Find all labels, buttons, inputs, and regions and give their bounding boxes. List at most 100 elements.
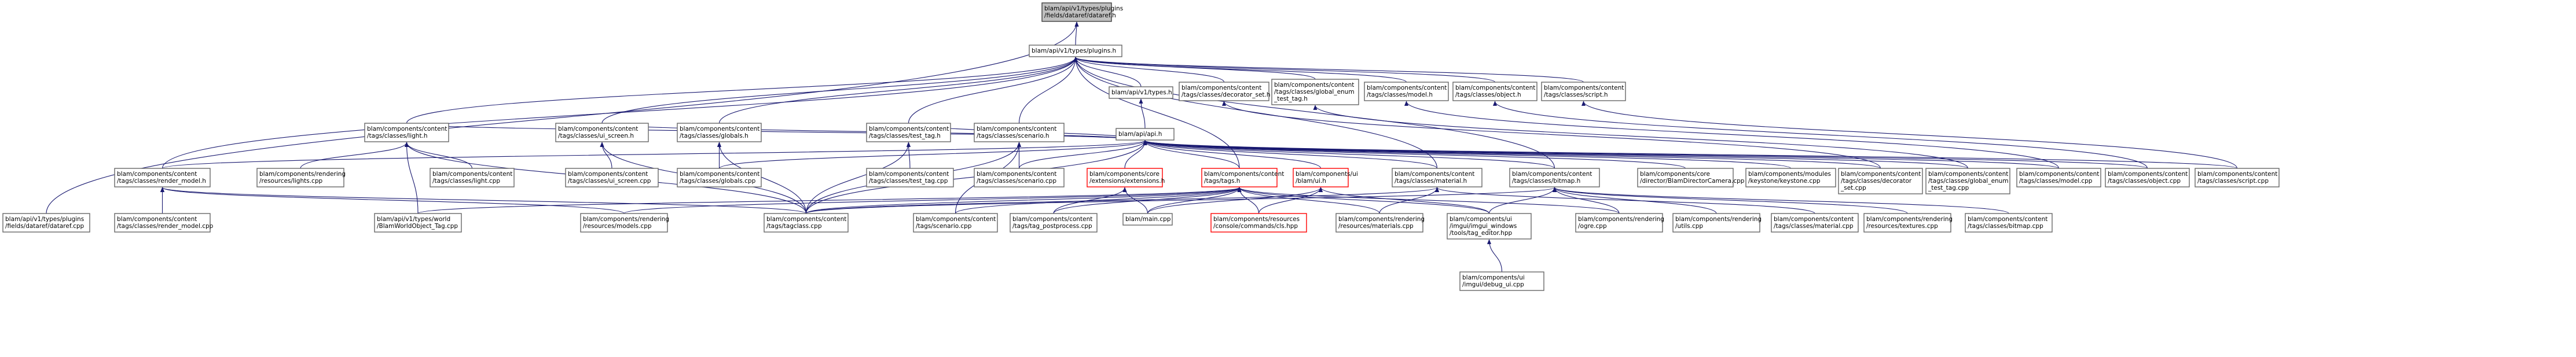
node-label-line: blam/api/v1/types.h [1111, 89, 1172, 96]
file-node-scenario-h[interactable]: blam/components/content/tags/classes/sce… [974, 123, 1065, 142]
node-box [1293, 168, 1349, 187]
file-node-cls-hpp[interactable]: blam/components/resources/console/comman… [1210, 213, 1307, 233]
file-node-decorator-set-cpp[interactable]: blam/components/content/tags/classes/dec… [1838, 168, 1923, 194]
file-node-script-cpp[interactable]: blam/components/content/tags/classes/scr… [2195, 168, 2280, 187]
node-label-line: /tags/classes/object.h [1455, 91, 1521, 98]
node-box [677, 123, 762, 142]
node-box [677, 168, 762, 187]
node-box [2195, 168, 2280, 187]
node-box [866, 123, 951, 142]
node-box [1210, 213, 1307, 233]
file-node-types-h[interactable]: blam/api/v1/types.h [1109, 86, 1173, 99]
node-label-line: /fields/dataref/dataref.cpp [5, 223, 85, 230]
node-label-line: /tags/classes/globals.h [680, 133, 748, 139]
file-node-global-enum-test-tag-cpp[interactable]: blam/components/content/tags/classes/glo… [1925, 168, 2010, 194]
edge-object-cpp-to-object-h [1493, 101, 2148, 169]
edge-render-model-h-to-plugins-h [162, 57, 1078, 169]
file-node-ui-h[interactable]: blam/components/ui/blam/ui.h [1293, 168, 1358, 187]
node-label-line: _test_tag.cpp [1928, 185, 1969, 192]
file-node-material-cpp[interactable]: blam/components/content/tags/classes/mat… [1771, 213, 1859, 233]
edge-tags-h-to-api-h [1143, 140, 1240, 169]
file-node-test-tag-h[interactable]: blam/components/content/tags/classes/tes… [866, 123, 951, 142]
file-node-globals-h[interactable]: blam/components/content/tags/classes/glo… [677, 123, 762, 142]
file-node-tag-editor-hpp[interactable]: blam/components/ui/imgui/imgui_windows/t… [1447, 213, 1532, 240]
edge-tagclass-cpp-to-bitmap-h [805, 187, 1557, 214]
file-node-decorator-set-h[interactable]: blam/components/content/tags/classes/dec… [1179, 82, 1271, 101]
node-label-line: blam/components/content [117, 171, 197, 178]
node-label-line: blam/components/content [1928, 171, 2008, 178]
file-node-extensions-h[interactable]: blam/components/core/extensions/extensio… [1087, 168, 1165, 187]
file-node-object-h[interactable]: blam/components/content/tags/classes/obj… [1452, 82, 1537, 101]
file-node-debug-ui-cpp[interactable]: blam/components/ui/imgui/debug_ui.cpp [1459, 271, 1544, 291]
file-node-model-h[interactable]: blam/components/content/tags/classes/mod… [1364, 82, 1449, 101]
file-node-ogre-cpp[interactable]: blam/components/rendering/ogre.cpp [1575, 213, 1664, 233]
node-label-line: blam/components/content [2197, 171, 2277, 178]
edge-material-h-to-plugins-h [1073, 57, 1438, 169]
file-node-light-h[interactable]: blam/components/content/tags/classes/lig… [364, 123, 449, 142]
edge-light-h-to-plugins-h [406, 57, 1078, 124]
file-node-ui-screen-cpp[interactable]: blam/components/content/tags/classes/ui_… [565, 168, 659, 187]
file-node-bitmap-cpp[interactable]: blam/components/content/tags/classes/bit… [1965, 213, 2053, 233]
file-node-ui-screen-h[interactable]: blam/components/content/tags/classes/ui_… [555, 123, 649, 142]
file-node-materials-cpp[interactable]: blam/components/rendering/resources/mate… [1335, 213, 1425, 233]
file-node-object-cpp[interactable]: blam/components/content/tags/classes/obj… [2105, 168, 2190, 187]
node-label-line: /resources/lights.cpp [259, 178, 322, 185]
file-node-api-h[interactable]: blam/api/api.h [1115, 128, 1175, 141]
file-node-textures-cpp[interactable]: blam/components/rendering/resources/text… [1863, 213, 1953, 233]
node-label-line: blam/components/content [1544, 84, 1624, 91]
edge-bitmap-cpp-to-bitmap-h [1553, 187, 2009, 214]
file-node-camera-cpp[interactable]: blam/components/core/director/BlamDirect… [1637, 168, 1745, 187]
file-node-material-h[interactable]: blam/components/content/tags/classes/mat… [1392, 168, 1483, 187]
node-box [974, 123, 1065, 142]
file-node-tagclass-cpp[interactable]: blam/components/content/tags/tagclass.cp… [764, 213, 849, 233]
node-label-line: /blam/ui.h [1296, 178, 1326, 185]
edge-main-cpp-to-ui-h [1147, 187, 1323, 214]
node-label-line: /fields/dataref/dataref.h [1044, 12, 1116, 19]
edge-materials-cpp-to-material-h [1379, 187, 1439, 214]
node-box [1029, 45, 1122, 57]
file-node-bitmap-h[interactable]: blam/components/content/tags/classes/bit… [1509, 168, 1600, 187]
file-node-test-tag-cpp[interactable]: blam/components/content/tags/classes/tes… [866, 168, 954, 187]
edge-debug-ui-cpp-to-tag-editor-hpp [1487, 239, 1503, 273]
node-label-line: blam/main.cpp [1125, 216, 1171, 223]
node-label-line: blam/components/ui [1462, 274, 1525, 281]
node-label-line: blam/components/rendering [583, 216, 669, 223]
file-node-global-enum-test-tag-h[interactable]: blam/components/content/tags/classes/glo… [1271, 79, 1359, 105]
file-node-lights-cpp[interactable]: blam/components/rendering/resources/ligh… [256, 168, 346, 187]
file-node-render-model-h[interactable]: blam/components/content/tags/classes/ren… [114, 168, 211, 187]
file-node-script-h[interactable]: blam/components/content/tags/classes/scr… [1541, 82, 1626, 101]
file-node-dataref-h[interactable]: blam/api/v1/types/plugins/fields/dataref… [1041, 2, 1123, 22]
file-node-render-model-cpp[interactable]: blam/components/content/tags/classes/ren… [114, 213, 214, 233]
edge-tagclass-cpp-to-render-model-h [160, 187, 807, 214]
node-label-line: blam/components/content [558, 126, 638, 133]
file-node-light-cpp[interactable]: blam/components/content/tags/classes/lig… [430, 168, 515, 187]
node-label-line: blam/components/content [1274, 82, 1354, 89]
file-node-keystone-cpp[interactable]: blam/components/modules/keystone/keyston… [1745, 168, 1836, 187]
dependency-edges [46, 21, 2238, 273]
node-box [913, 213, 998, 233]
node-box [2016, 168, 2101, 187]
node-box [764, 213, 849, 233]
file-node-globals-cpp[interactable]: blam/components/content/tags/classes/glo… [677, 168, 762, 187]
edge-scenario-h-to-plugins-h [1018, 57, 1078, 124]
file-node-scenario-cpp[interactable]: blam/components/content/tags/scenario.cp… [913, 213, 998, 233]
file-node-tags-h[interactable]: blam/components/content/tags/tags.h [1201, 168, 1284, 187]
node-box [1459, 271, 1544, 291]
node-label-line: /resources/textures.cpp [1866, 223, 1938, 230]
node-label-line: /tags/classes/material.h [1395, 178, 1467, 185]
node-label-line: /tags/classes/ui_screen.h [558, 133, 634, 139]
file-node-tag-postprocess-cpp[interactable]: blam/components/content/tags/tag_postpro… [1010, 213, 1098, 233]
file-node-dataref-cpp[interactable]: blam/api/v1/types/plugins/fields/dataref… [2, 213, 90, 233]
file-node-models-cpp[interactable]: blam/components/rendering/resources/mode… [580, 213, 669, 233]
node-label-line: blam/components/ui [1296, 171, 1358, 178]
node-label-line: /ogre.cpp [1578, 223, 1607, 230]
node-box [114, 168, 211, 187]
node-label-line: blam/components/content [1367, 84, 1447, 91]
file-node-world-object-tag-cpp[interactable]: blam/api/v1/types/world/BlamWorldObject_… [374, 213, 462, 233]
file-node-plugins-h[interactable]: blam/api/v1/types/plugins.h [1029, 45, 1122, 57]
file-node-scenario-cpp-c[interactable]: blam/components/content/tags/classes/sce… [974, 168, 1065, 187]
file-node-model-cpp[interactable]: blam/components/content/tags/classes/mod… [2016, 168, 2101, 187]
node-label-line: blam/components/rendering [1866, 216, 1953, 223]
file-node-utils-cpp[interactable]: blam/components/rendering/utils.cpp [1672, 213, 1762, 233]
file-node-main-cpp[interactable]: blam/main.cpp [1122, 213, 1173, 226]
